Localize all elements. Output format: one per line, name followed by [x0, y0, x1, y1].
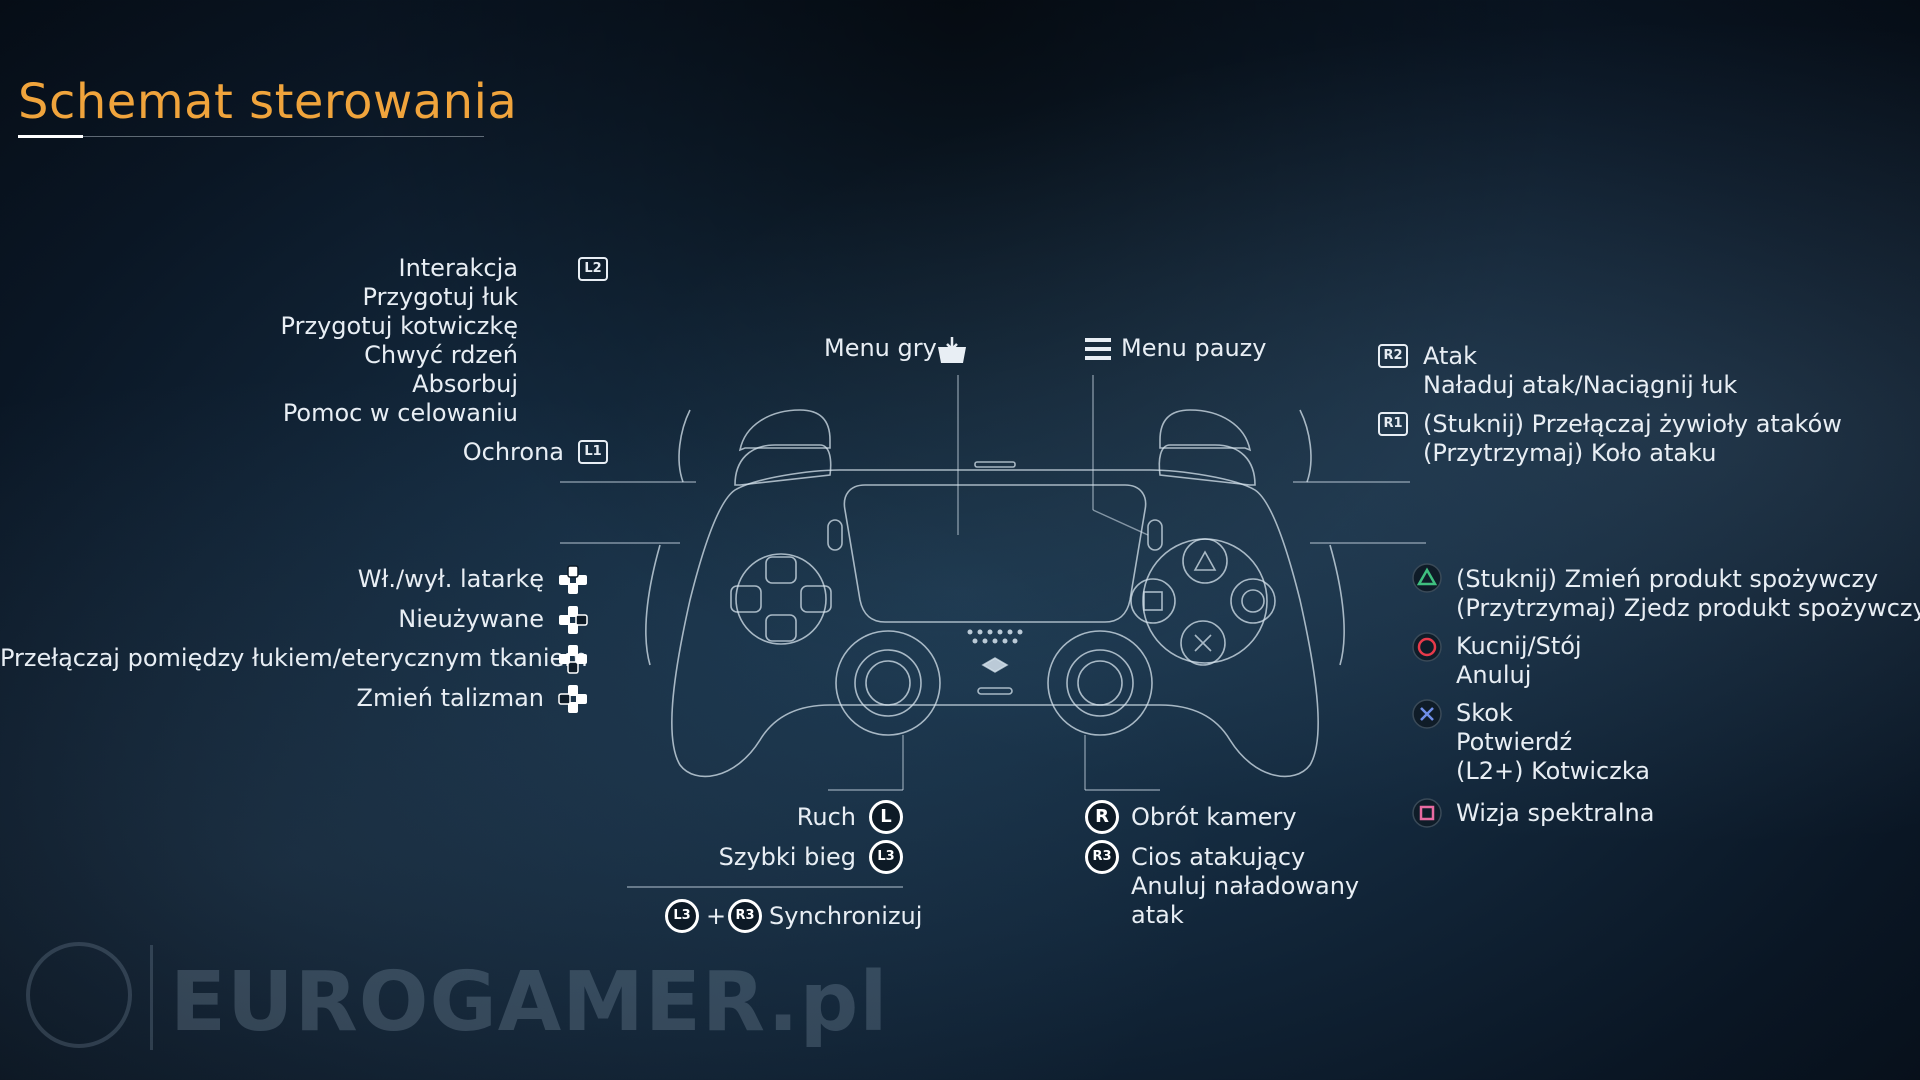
title-underline: [18, 136, 484, 137]
game-menu-label: Menu gry: [824, 334, 937, 362]
l2-label-3: Przygotuj kotwiczkę: [280, 312, 518, 340]
page-title: Schemat sterowania: [18, 74, 518, 130]
l2-group: Interakcja Przygotuj łuk Przygotuj kotwi…: [281, 254, 610, 428]
r1-label-1: (Stuknij) Przełączaj żywioły ataków: [1423, 410, 1842, 438]
l3-icon: L3: [869, 840, 903, 874]
square-label-1: Wizja spektralna: [1456, 799, 1655, 827]
cross-label-3: (L2+) Kotwiczka: [1456, 757, 1651, 785]
r3-label-1: Cios atakujący: [1131, 843, 1306, 871]
sync-plus: +: [706, 902, 727, 930]
r1-label-2: (Przytrzymaj) Koło ataku: [1423, 439, 1717, 467]
cross-icon: [1412, 699, 1442, 729]
l2-label-2: Przygotuj łuk: [362, 283, 518, 311]
game-menu-icon: [938, 337, 966, 363]
watermark-logo: EUROGAMER.pl: [170, 955, 889, 1050]
l-stick-label: Ruch: [796, 803, 856, 831]
circle-label-2: Anuluj: [1456, 661, 1532, 689]
l2-label-1: Interakcja: [398, 254, 518, 282]
l2-label-6: Pomoc w celowaniu: [282, 399, 518, 427]
circle-icon: [1412, 632, 1442, 662]
eurogamer-globe-icon: [26, 942, 132, 1048]
l2-label-5: Absorbuj: [412, 370, 518, 398]
r2-label-2: Naładuj atak/Naciągnij łuk: [1423, 371, 1738, 399]
dpad-down-icon: [559, 645, 587, 674]
triangle-icon: [1412, 563, 1442, 593]
r3-label-3: atak: [1131, 901, 1184, 929]
dpad-up-label: Wł./wył. latarkę: [357, 565, 544, 593]
dpad-up-icon: [559, 565, 587, 594]
r3-icon: R3: [1085, 840, 1119, 874]
dpad-right-label: Nieużywane: [398, 605, 544, 633]
dpad-down-label: Przełączaj pomiędzy łukiem/eterycznym tk…: [0, 644, 588, 672]
r1-button-icon: R1: [1378, 412, 1408, 436]
pause-menu-label: Menu pauzy: [1121, 334, 1267, 362]
l1-button-icon: L1: [578, 440, 608, 464]
dpad-left-icon: [558, 685, 587, 713]
dpad-left-label: Zmień talizman: [356, 684, 544, 712]
sync-l3-icon: L3: [665, 899, 699, 933]
watermark-separator: [150, 945, 153, 1050]
l-stick-icon: L: [869, 800, 903, 834]
cross-label-2: Potwierdź: [1456, 728, 1573, 756]
r-stick-icon: R: [1085, 800, 1119, 834]
pause-menu-icon: [1085, 338, 1111, 360]
r3-label-2: Anuluj naładowany: [1131, 872, 1360, 900]
sync-r3-icon: R3: [728, 899, 762, 933]
title-underline-accent: [18, 135, 83, 138]
dpad-right-icon: [559, 606, 588, 634]
square-icon: [1412, 798, 1442, 828]
r2-label-1: Atak: [1423, 342, 1478, 370]
l2-button-icon: L2: [578, 257, 608, 281]
triangle-label-1: (Stuknij) Zmień produkt spożywczy: [1456, 565, 1879, 593]
l3-label: Szybki bieg: [718, 843, 856, 871]
r2-button-icon: R2: [1378, 344, 1408, 368]
triangle-label-2: (Przytrzymaj) Zjedz produkt spożywczy: [1456, 594, 1920, 622]
l2-label-4: Chwyć rdzeń: [364, 341, 518, 369]
cross-label-1: Skok: [1456, 699, 1513, 727]
circle-label-1: Kucnij/Stój: [1456, 632, 1582, 660]
l1-label: Ochrona: [462, 438, 564, 466]
r-stick-label: Obrót kamery: [1131, 803, 1297, 831]
sync-label: Synchronizuj: [769, 902, 923, 930]
